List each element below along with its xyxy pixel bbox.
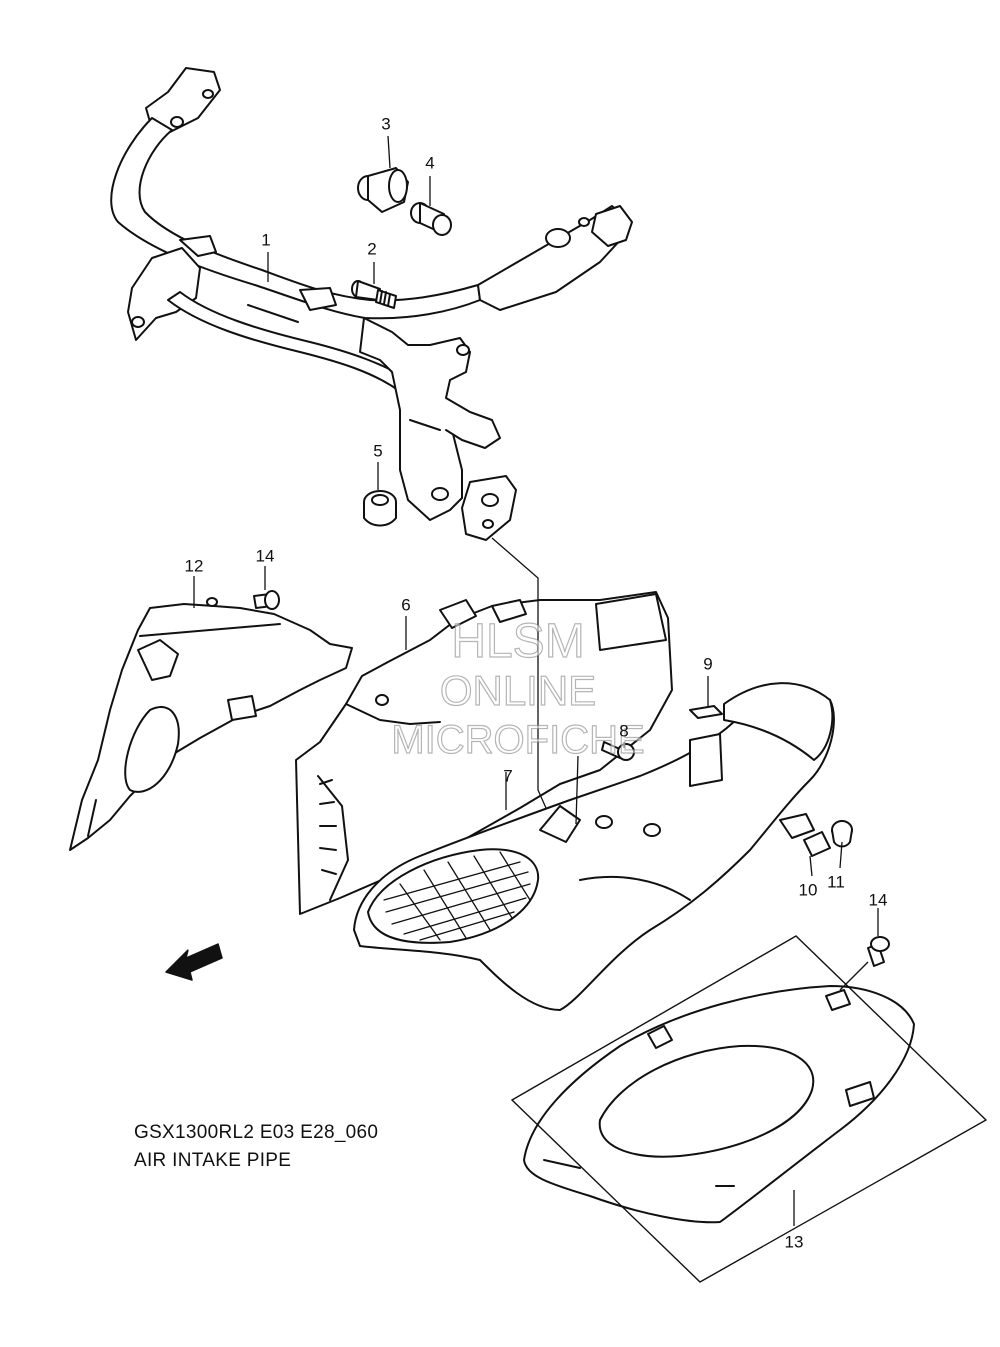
part-14-screw-upper[interactable] (253, 590, 280, 610)
model-code: GSX1300RL2 E03 E28_060 (134, 1122, 379, 1143)
callout-3[interactable]: 3 (381, 114, 391, 134)
part-11-grommet[interactable] (831, 820, 853, 848)
callout-14-upper[interactable]: 14 (255, 546, 275, 566)
callout-12[interactable]: 12 (184, 556, 204, 576)
callout-5[interactable]: 5 (373, 441, 383, 461)
callout-14-lower[interactable]: 14 (868, 890, 888, 910)
callout-1[interactable]: 1 (261, 230, 271, 250)
part-6-duct-upper[interactable] (295, 591, 673, 915)
part-10-nut-plate[interactable] (803, 831, 831, 857)
callout-10[interactable]: 10 (798, 880, 818, 900)
callout-4[interactable]: 4 (425, 153, 435, 173)
part-7-duct-lower[interactable] (353, 682, 835, 1011)
part-5-grommet[interactable] (363, 490, 397, 527)
part-13-lower-cover[interactable] (523, 985, 915, 1224)
part-14-screw-lower[interactable] (867, 936, 890, 967)
section-title: AIR INTAKE PIPE (134, 1150, 292, 1171)
part-1-frame-bracket[interactable] (110, 67, 633, 541)
callout-13[interactable]: 13 (784, 1232, 804, 1252)
watermark-line-2: ONLINE (439, 667, 597, 714)
callout-7[interactable]: 7 (503, 766, 513, 786)
watermark-line-1: HLSM (451, 615, 586, 668)
part-4-collar[interactable] (410, 202, 452, 236)
callout-9[interactable]: 9 (703, 654, 713, 674)
part-12-side-cover[interactable] (69, 597, 353, 851)
callout-6[interactable]: 6 (401, 595, 411, 615)
callout-11[interactable]: 11 (827, 872, 845, 892)
watermark-line-3: MICROFICHE (391, 718, 646, 762)
part-3-bushing[interactable] (357, 167, 409, 213)
part-13-box (510, 935, 988, 1283)
callout-8[interactable]: 8 (619, 721, 629, 741)
part-8-screw[interactable] (601, 741, 635, 761)
intake-mesh (383, 851, 531, 941)
callout-2[interactable]: 2 (367, 239, 377, 259)
fwd-arrow-icon (165, 943, 223, 981)
leader-lines (193, 135, 879, 1226)
part-9-clip[interactable] (689, 705, 723, 719)
part-2-bolt[interactable] (351, 280, 397, 309)
